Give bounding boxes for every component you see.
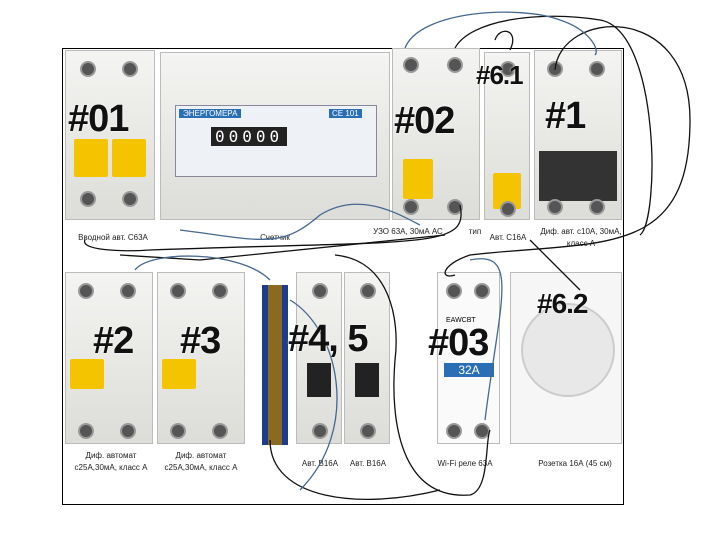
rcd [392, 48, 480, 220]
label-rcbo-c10: Диф. авт. c10A, 30мА, класс А [540, 227, 622, 248]
wire-blue [289, 299, 338, 491]
electric-meter: ЭНЕРГОМЕРА CE 101 00000 [160, 52, 390, 220]
meter-brand: ЭНЕРГОМЕРА [179, 109, 242, 118]
rcbo-c10 [534, 50, 622, 220]
tag-03: #03 [428, 322, 489, 364]
wire-blue [404, 11, 597, 56]
label-wifi-relay: Wi-Fi реле 63A [437, 459, 493, 468]
wire-black [494, 30, 514, 51]
wire-black [119, 234, 446, 261]
breaker-b16-a [296, 272, 342, 444]
wire-black [454, 15, 653, 236]
tag-6-2: #6.2 [537, 288, 588, 319]
label-breaker-b16-b: Авт. B16A [349, 459, 387, 468]
tag-3: #3 [180, 320, 221, 362]
relay-rating: 32A [444, 363, 494, 377]
tag-01: #01 [68, 98, 129, 140]
tag-2: #2 [93, 320, 134, 362]
wire-black [529, 239, 581, 291]
panel-frame [62, 48, 624, 505]
rcbo-3 [157, 272, 245, 444]
label-rcbo-3: Диф. автомат c25A,30мА, класс А [164, 451, 238, 472]
label-rcbo-2: Диф. автомат c25A,30мА, класс А [74, 451, 148, 472]
tag-4-5: #4, 5 [288, 318, 369, 360]
label-main-breaker: Вводной авт. C63A [78, 233, 148, 242]
wire-black [84, 204, 462, 252]
meter-model: CE 101 [329, 109, 362, 118]
wire-black [444, 26, 691, 277]
meter-reading: 00000 [211, 127, 288, 146]
rcbo-2 [65, 272, 153, 444]
relay-brand: EAWCBT [446, 317, 476, 324]
label-socket: Розетка 16А (45 см) [538, 459, 612, 468]
tag-02: #02 [394, 100, 455, 142]
wifi-relay: EAWCBT 32A [437, 272, 500, 444]
tag-1: #1 [545, 95, 586, 137]
label-rcd: УЗО 63А, 30мА АС [373, 227, 443, 236]
wire-blue [134, 255, 271, 281]
main-breaker [65, 50, 155, 220]
label-type: тип [468, 227, 482, 236]
busbar [262, 285, 288, 445]
label-breaker-c16: Авт. C16A [489, 233, 527, 242]
wire-black [334, 254, 491, 496]
breaker-c16 [484, 52, 530, 220]
socket [510, 272, 622, 444]
wire-black [269, 439, 441, 501]
tag-6-1: #6.1 [476, 60, 524, 90]
wire-blue [179, 203, 421, 241]
breaker-b16-b [344, 272, 390, 444]
wire-blue [469, 258, 503, 421]
label-meter: Счетчик [260, 233, 290, 242]
